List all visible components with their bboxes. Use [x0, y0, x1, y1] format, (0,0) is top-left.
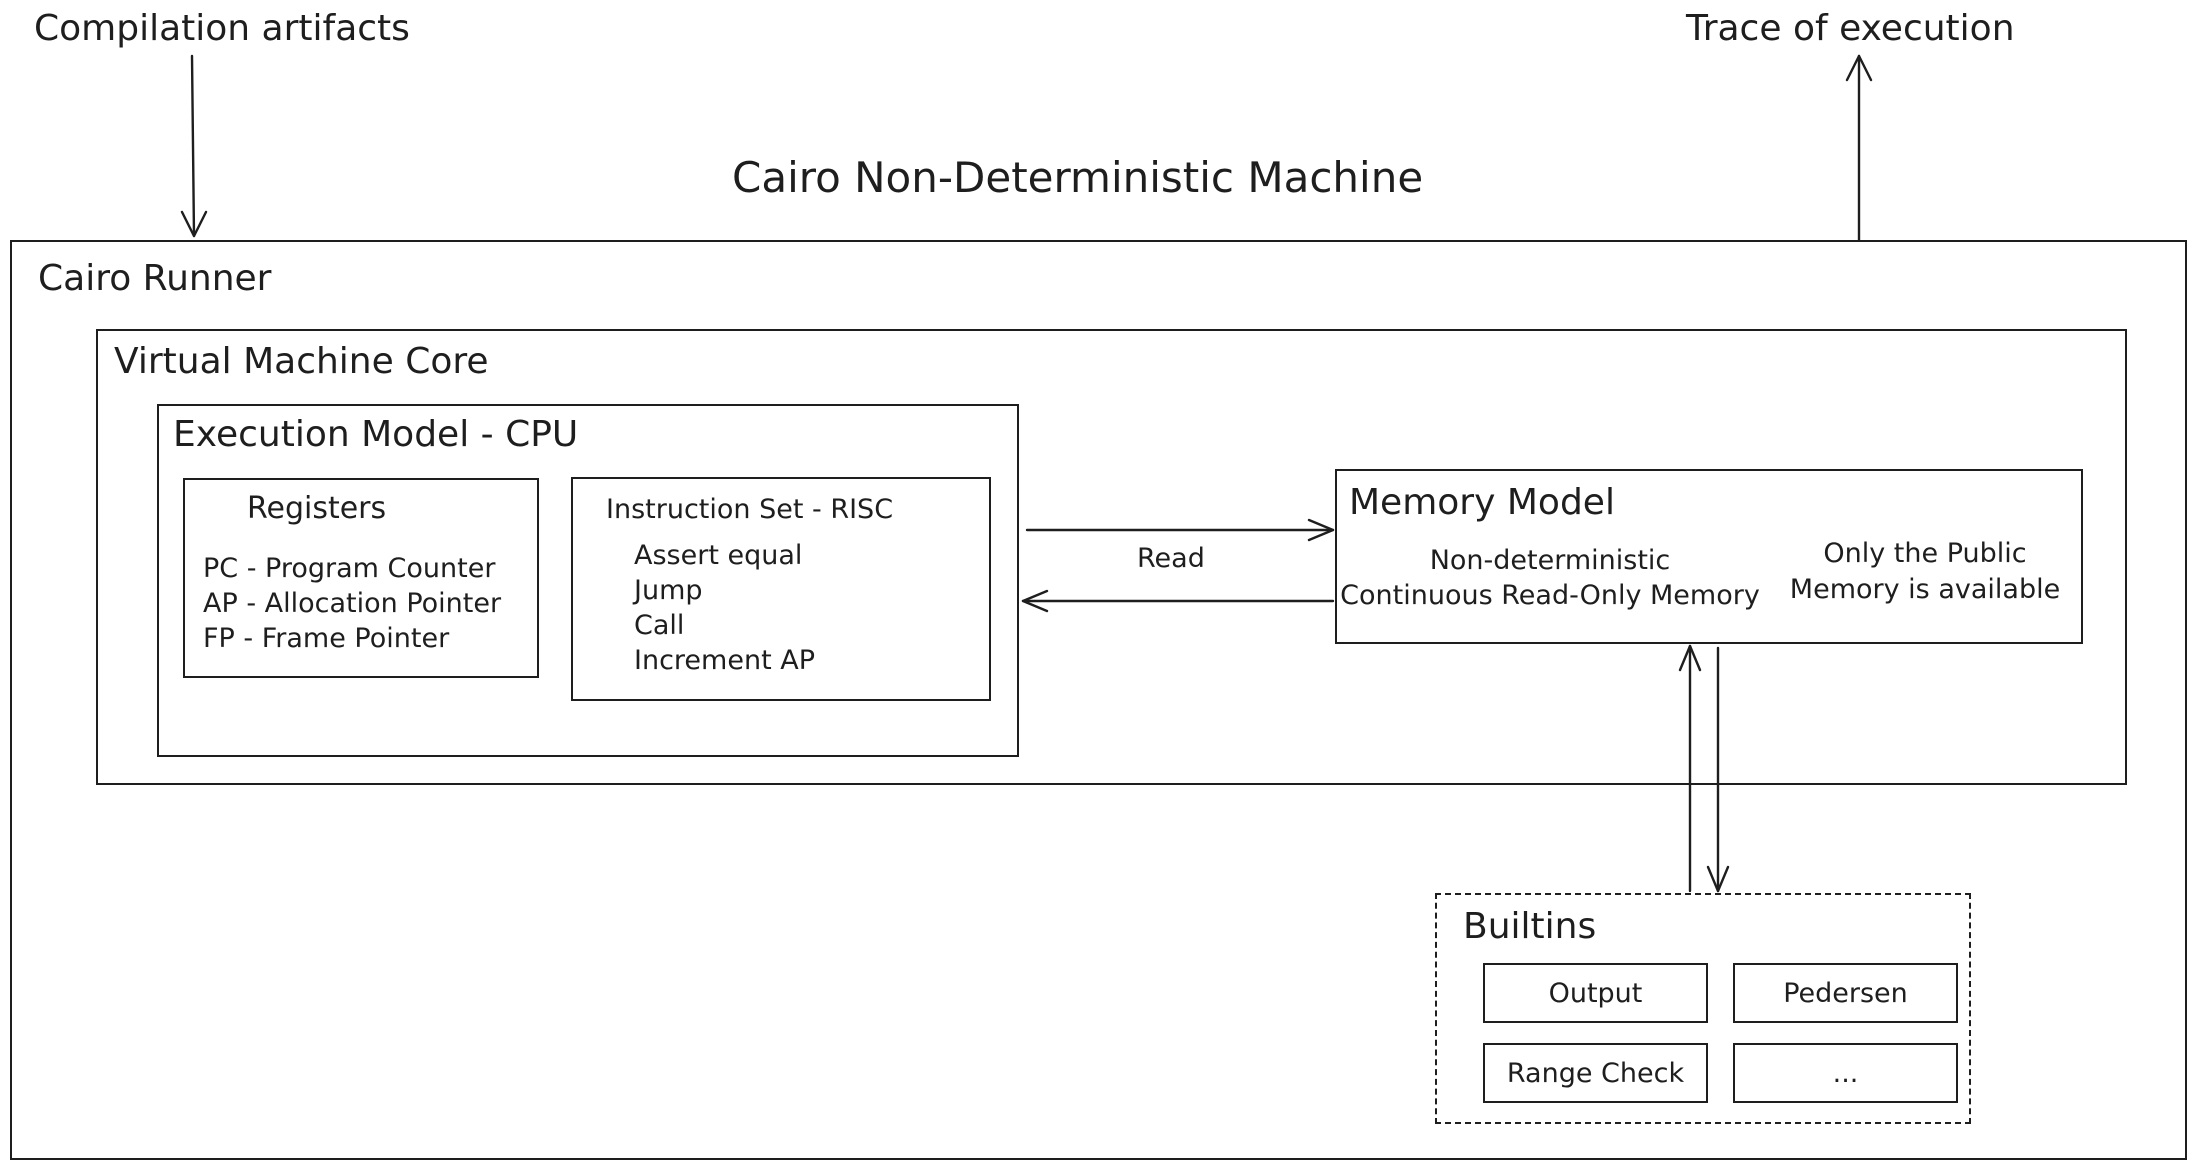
arrowhead-trace	[1845, 54, 1873, 82]
cairo-runner-label: Cairo Runner	[38, 258, 272, 299]
instruction-call: Call	[634, 610, 685, 641]
register-fp: FP - Frame Pointer	[203, 623, 450, 654]
register-pc: PC - Program Counter	[203, 553, 496, 584]
trace-of-execution-label: Trace of execution	[1686, 8, 2015, 49]
memory-model-note: Only the Public Memory is available	[1780, 536, 2070, 608]
vm-core-label: Virtual Machine Core	[114, 341, 489, 382]
arrow-compilation-to-runner	[190, 54, 196, 238]
instruction-jump: Jump	[634, 575, 703, 606]
memory-description-line-2: Continuous Read-Only Memory	[1340, 580, 1760, 611]
registers-box	[183, 478, 539, 678]
diagram-title: Cairo Non-Deterministic Machine	[732, 153, 1424, 202]
memory-model-box	[1335, 469, 2083, 644]
builtin-ellipsis: ...	[1733, 1043, 1958, 1103]
builtin-output: Output	[1483, 963, 1708, 1023]
instruction-set-box	[571, 477, 991, 701]
cairo-runner-box	[10, 240, 2187, 1160]
compilation-artifacts-label: Compilation artifacts	[34, 8, 410, 49]
memory-model-description: Non-deterministic Continuous Read-Only M…	[1340, 543, 1760, 613]
instruction-assert-equal: Assert equal	[634, 540, 803, 571]
registers-list: PC - Program Counter AP - Allocation Poi…	[203, 551, 501, 656]
instruction-set-title: Instruction Set - RISC	[606, 494, 894, 525]
execution-model-box	[157, 404, 1019, 757]
builtins-label: Builtins	[1463, 906, 1597, 947]
registers-title: Registers	[247, 491, 387, 526]
builtin-pedersen: Pedersen	[1733, 963, 1958, 1023]
memory-note-line-1: Only the Public	[1823, 538, 2027, 569]
builtins-box	[1435, 893, 1971, 1124]
memory-note-line-2: Memory is available	[1789, 574, 2061, 605]
builtin-range-check: Range Check	[1483, 1043, 1708, 1103]
instruction-list: Assert equal Jump Call Increment AP	[634, 538, 815, 678]
memory-description-line-1: Non-deterministic	[1429, 545, 1671, 576]
register-ap: AP - Allocation Pointer	[203, 588, 502, 619]
execution-model-label: Execution Model - CPU	[173, 414, 579, 455]
read-label: Read	[1137, 543, 1205, 574]
memory-model-label: Memory Model	[1349, 482, 1615, 523]
arrowhead-compilation	[180, 210, 208, 238]
instruction-increment-ap: Increment AP	[634, 645, 815, 676]
vm-core-box	[96, 329, 2127, 785]
